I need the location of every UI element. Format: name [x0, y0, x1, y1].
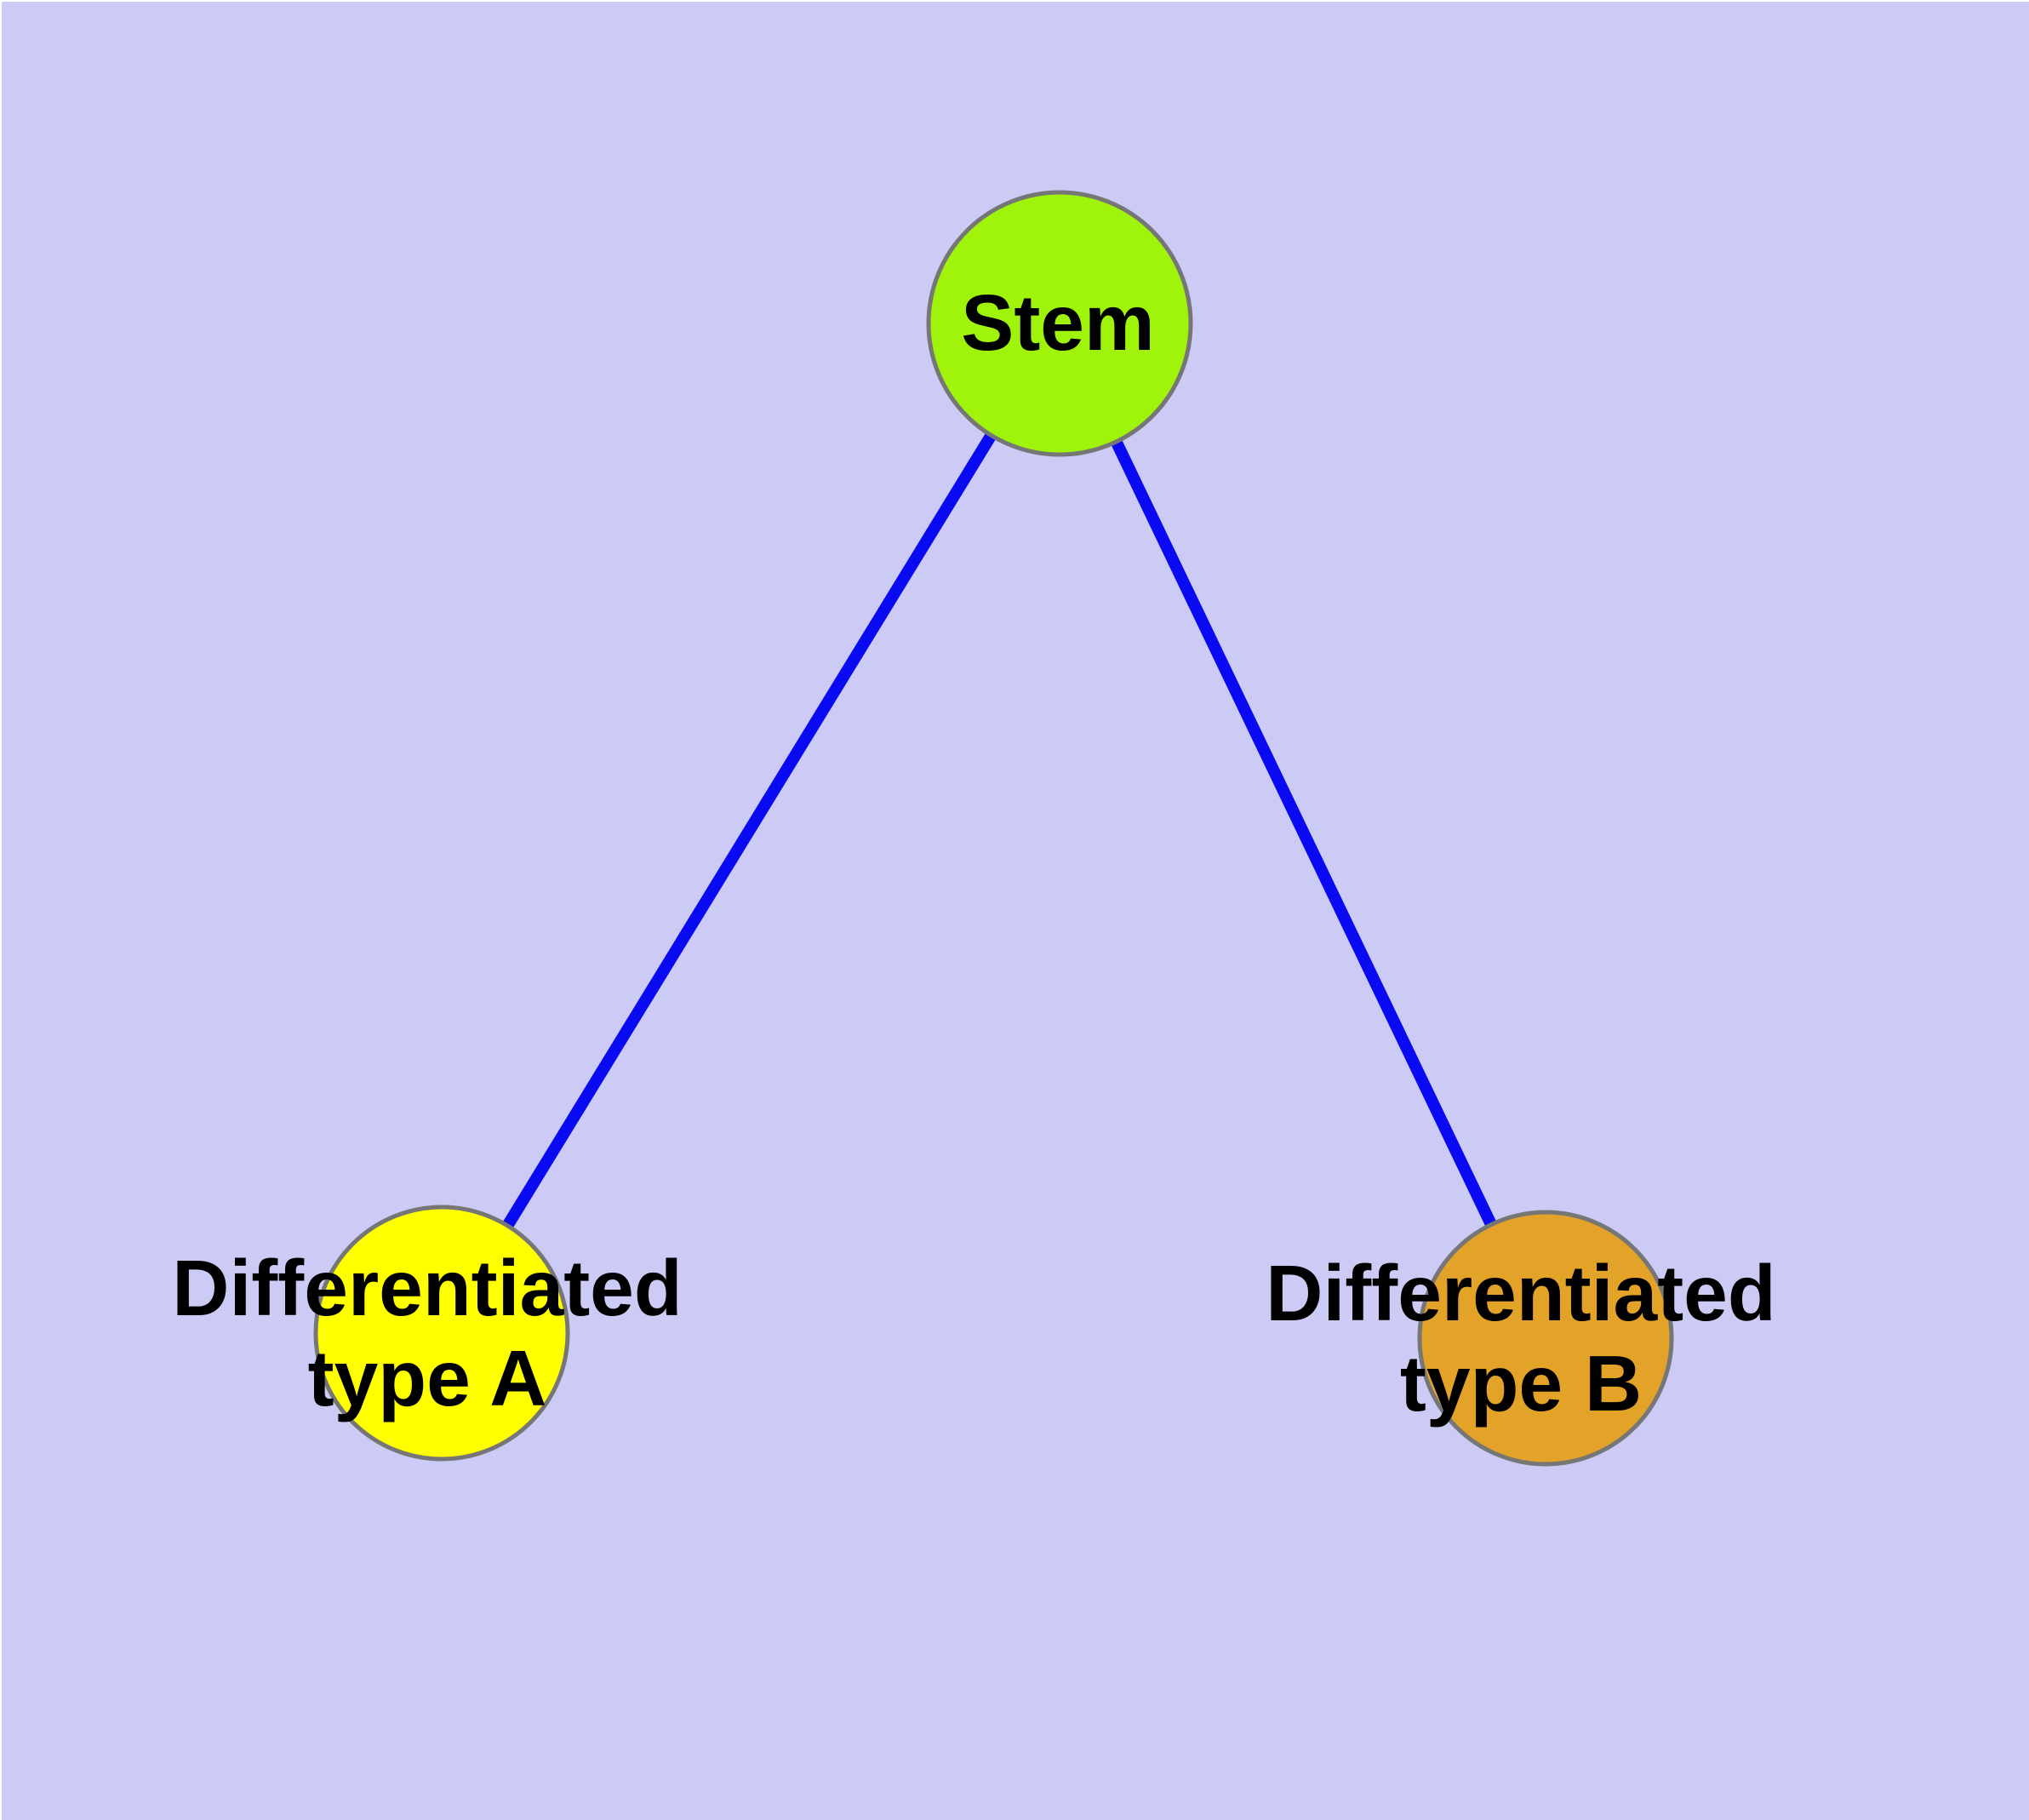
edge-stem-to-type-b — [1054, 320, 1552, 1342]
page-edge-top — [0, 0, 2029, 2]
edge-stem-to-type-a — [437, 320, 1065, 1336]
node-circle-type-b — [1417, 1210, 1674, 1467]
node-circle-type-a — [313, 1205, 570, 1462]
node-label-type-b: Differentiated type B — [1266, 1249, 1776, 1428]
node-label-stem: Stem — [961, 278, 1155, 367]
page-edge-left — [0, 0, 2, 1820]
node-circle-stem — [926, 190, 1193, 457]
node-label-type-a: Differentiated type A — [172, 1244, 683, 1422]
